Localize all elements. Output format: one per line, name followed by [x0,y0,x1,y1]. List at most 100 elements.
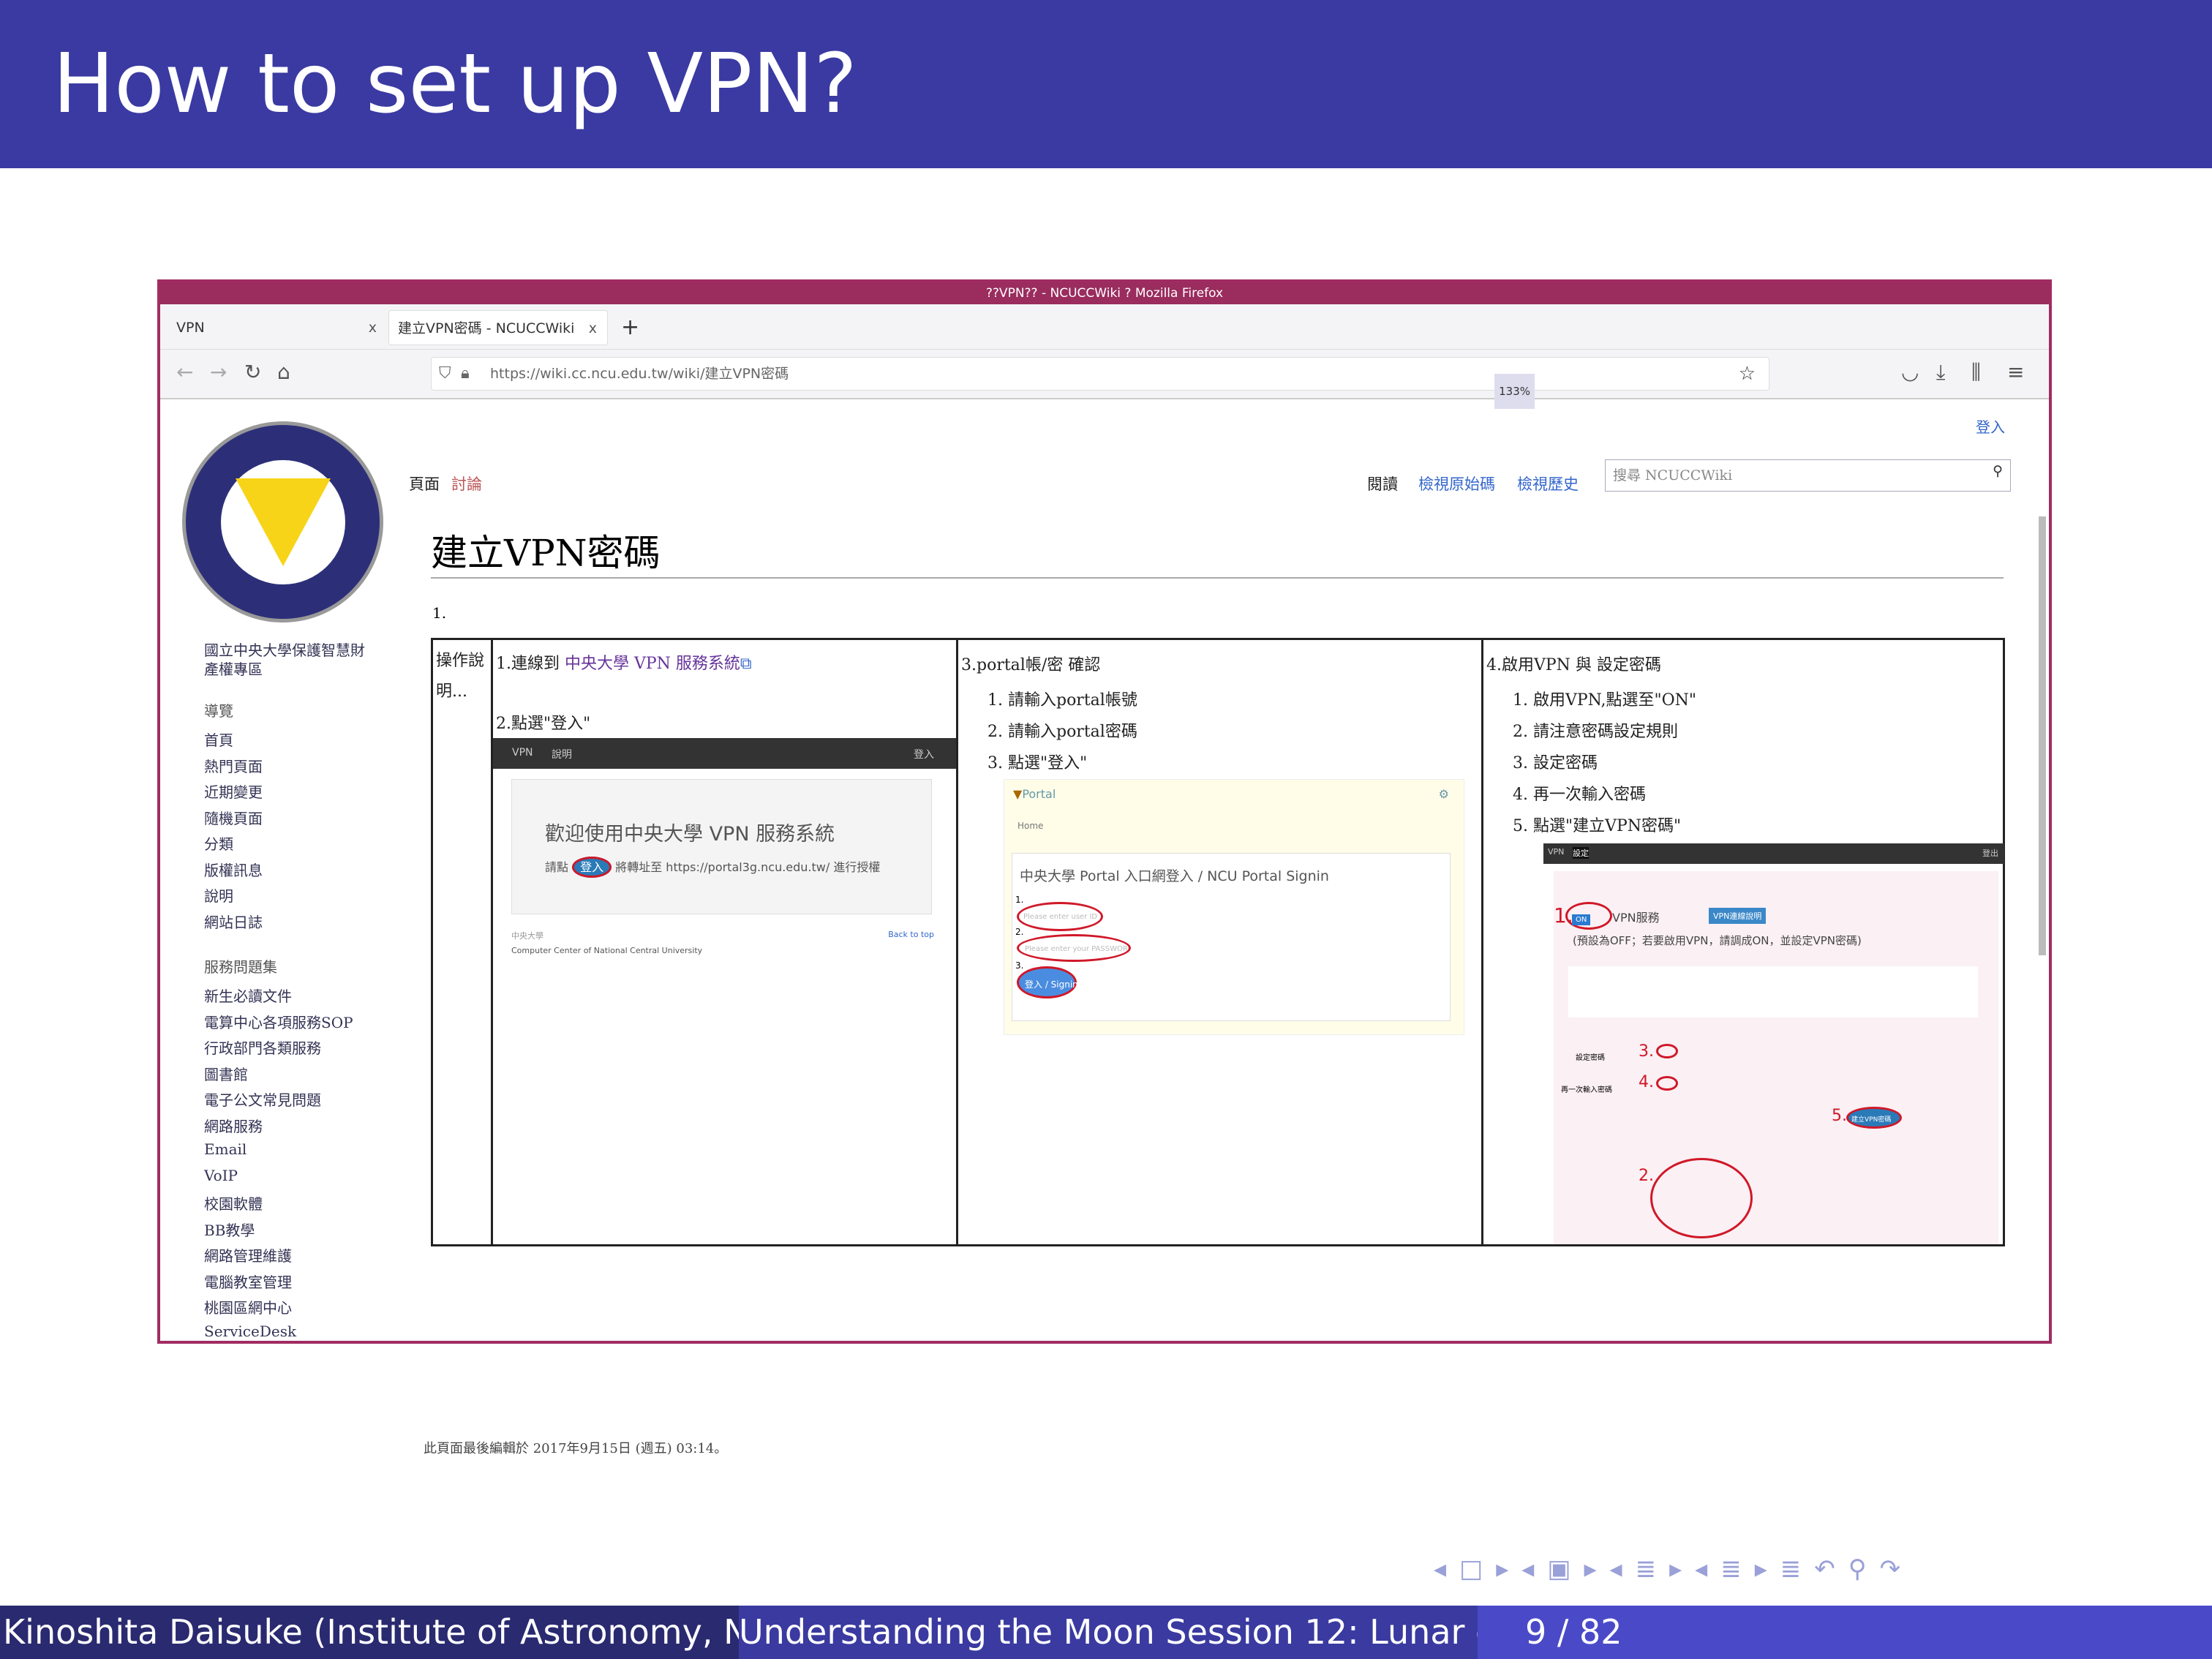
new-tab-button[interactable]: + [621,315,640,340]
table-cell-label: 操作說明... [433,640,493,1244]
password-field: Please enter your PASSWORD [1017,934,1131,962]
sidebar-item[interactable]: 電腦教室管理 [204,1273,292,1291]
url-bar[interactable]: ⛉ 🔒︎ https://wiki.cc.ncu.edu.tw/wiki/建立V… [431,357,1769,409]
welcome-text: 歡迎使用中央大學 VPN 服務系統 [545,823,835,846]
sidebar-item[interactable]: 首頁 [204,731,233,749]
sidebar-item[interactable]: BB教學 [204,1221,255,1239]
sidebar-item[interactable]: 分類 [204,835,233,853]
search-back-icon[interactable]: ↶⚲↷ [1814,1554,1914,1584]
nav-item: VPN [512,747,533,759]
computer-center-logo[interactable] [182,421,383,622]
tab-read[interactable]: 閱讀 [1367,475,1398,493]
tab-label: 建立VPN密碼 - NCUCCWiki [398,320,575,336]
back-icon[interactable]: ← [176,360,194,384]
nav-item: 說明 [552,749,572,761]
sidebar-item[interactable]: 電算中心各項服務SOP [204,1013,353,1031]
step-text: 1.連線到 [496,655,565,673]
sidebar-item[interactable]: VoIP [204,1166,238,1184]
library-icon[interactable]: ⫼ [1971,360,1981,384]
external-link-icon: ⧉ [740,655,752,673]
sidebar-item[interactable]: 隨機頁面 [204,809,263,827]
pocket-icon[interactable]: ◡ [1901,360,1919,384]
signin-button-shot: 登入 / Signin [1017,966,1078,998]
download-icon[interactable]: ⤓ [1936,360,1946,384]
sidebar-item[interactable]: 校園軟體 [204,1195,263,1213]
field-label: 設定密碼 [1576,1054,1605,1062]
appendix-icon[interactable]: ≣ [1780,1554,1815,1584]
sidebar-item[interactable]: 電子公文常見問題 [204,1091,321,1109]
scrollbar[interactable] [2039,516,2046,955]
section-nav-icon[interactable]: ◂≣▸ [1609,1554,1696,1584]
search-icon[interactable]: ⚲ [1993,463,2003,479]
page-title: 建立VPN密碼 [431,532,661,574]
close-icon[interactable]: x [588,320,597,336]
lock-icon: 🔒︎ [461,364,470,383]
divider [431,577,2004,579]
nav-item: 設定 [1573,847,1589,859]
sidebar-item[interactable]: 新生必讀文件 [204,988,292,1005]
tab-history[interactable]: 檢視歷史 [1517,475,1579,493]
tab-talk[interactable]: 討論 [451,475,482,493]
sidebar-item[interactable]: 熱門頁面 [204,757,263,775]
shield-icon: ⛉ [439,364,451,383]
reload-icon[interactable]: ↻ [244,360,262,384]
forward-icon[interactable]: → [210,360,227,384]
sidebar-item[interactable]: 版權訊息 [204,861,263,879]
subsection-nav-icon[interactable]: ◂▣▸ [1521,1554,1610,1584]
step-item: 3. 設定密碼 [1513,754,1598,772]
step-heading: 4.啟用VPN 與 設定密碼 [1486,656,1661,674]
sidebar-item[interactable]: 近期變更 [204,783,263,801]
url-text: https://wiki.cc.ncu.edu.tw/wiki/建立VPN密碼 [490,366,789,382]
sidebar-item[interactable]: 行政部門各類服務 [204,1039,321,1057]
vpn-settings-screenshot: 1. ON VPN服務 VPN連線說明 (預設為OFF；若要啟用VPN，請調成O… [1554,871,1998,1244]
welcome-panel: 歡迎使用中央大學 VPN 服務系統 請點 登入 將轉址至 https://por… [511,779,932,914]
create-password-button-shot: 建立VPN密碼 [1846,1107,1902,1129]
portal-logo-icon: ▼ [1013,787,1023,801]
tab-vpn[interactable]: VPN x [168,310,387,345]
menu-icon[interactable]: ≡ [2007,360,2025,384]
toc-nav-icon[interactable]: ◂≣▸ [1695,1554,1780,1584]
sidebar-item[interactable]: 網站日誌 [204,913,263,931]
beamer-nav-controls[interactable]: ◂□▸◂▣▸◂≣▸◂≣▸≣↶⚲↷ [1434,1554,1914,1584]
bookmark-star-icon[interactable]: ☆ [1738,363,1756,385]
frame-prev-icon[interactable]: ◂□▸ [1434,1554,1522,1584]
last-edited-text: 此頁面最後編輯於 2017年9月15日 (週五) 03:14。 [424,1441,728,1456]
tab-label: VPN [176,320,205,336]
step-item: 1. 請輸入portal帳號 [988,691,1137,710]
footer-course: Understanding the Moon Session 12: Lunar… [739,1606,1478,1659]
breadcrumb: Home [1017,821,1044,831]
sidebar-item[interactable]: ServiceDesk [204,1322,297,1340]
prompt-text: 將轉址至 https://portal3g.ncu.edu.tw/ 進行授權 [615,860,881,874]
search-input[interactable]: 搜尋 NCUCCWiki ⚲ [1605,459,2011,492]
sidebar-item[interactable]: 圖書館 [204,1065,248,1083]
sidebar-item[interactable]: 說明 [204,887,233,905]
step-heading: 3.portal帳/密 確認 [961,656,1101,674]
tab-page[interactable]: 頁面 [409,475,440,493]
search-placeholder: 搜尋 NCUCCWiki [1613,467,1733,484]
sidebar-item[interactable]: Email [204,1140,247,1158]
home-icon[interactable]: ⌂ [277,360,290,384]
annotation-number: 3. [1639,1042,1654,1061]
list-number: 1. [432,604,447,622]
login-button-shot: 登入 [572,857,612,878]
cell-text: 操作說明... [436,652,485,701]
note-text: (預設為OFF；若要啟用VPN，請調成ON，並設定VPN密碼) [1573,934,1862,947]
gear-icon: ⚙ [1438,787,1449,801]
footer-author: Kinoshita Daisuke (Institute of Astronom… [0,1606,739,1659]
step-text: 2.點選"登入" [496,715,591,733]
step-item: 3. 點選"登入" [988,754,1088,772]
vpn-system-link[interactable]: 中央大學 VPN 服務系統 [564,655,740,673]
sidebar-heading-faq: 服務問題集 [204,958,277,976]
sidebar-item[interactable]: 桃園區網中心 [204,1299,292,1317]
tab-view-source[interactable]: 檢視原始碼 [1418,475,1495,493]
close-icon[interactable]: x [368,320,377,336]
login-link[interactable]: 登入 [1976,418,2005,436]
ip-rights-link[interactable]: 國立中央大學保護智慧財產權專區 [204,642,365,678]
sidebar-item[interactable]: 網路管理維護 [204,1247,292,1265]
zoom-level[interactable]: 133% [1494,374,1535,409]
tab-wiki[interactable]: 建立VPN密碼 - NCUCCWiki x [388,310,608,345]
footer-text: 中央大學 [511,931,543,941]
sidebar-item[interactable]: 網路服務 [204,1117,263,1135]
annotation-number: 2. [1639,1167,1654,1185]
annotation-number: 2. [1015,927,1024,937]
